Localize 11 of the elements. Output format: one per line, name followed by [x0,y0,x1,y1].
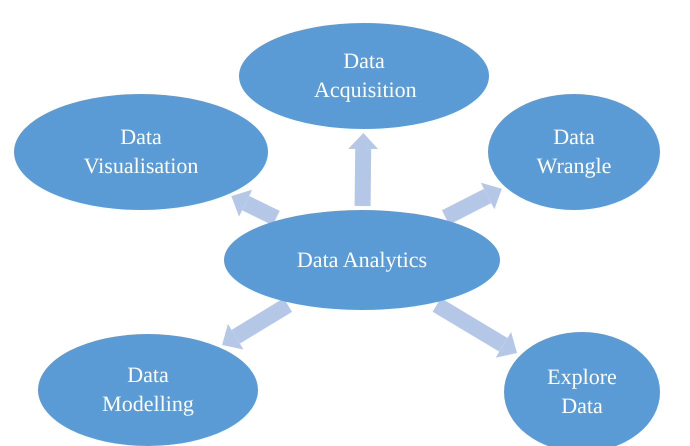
node-label: Data Analytics [296,246,428,274]
node-label: Data Modelling [101,361,195,418]
node-label: Data Acquisition [314,47,414,104]
node-label: Data Visualisation [82,123,200,180]
block-arrow [432,298,518,358]
node-label: Explore Data [546,363,618,420]
block-arrow [442,182,502,225]
block-arrow [222,298,292,350]
block-arrow [231,190,280,226]
block-arrow [348,133,378,206]
node-label: Data Wrangle [536,123,612,180]
